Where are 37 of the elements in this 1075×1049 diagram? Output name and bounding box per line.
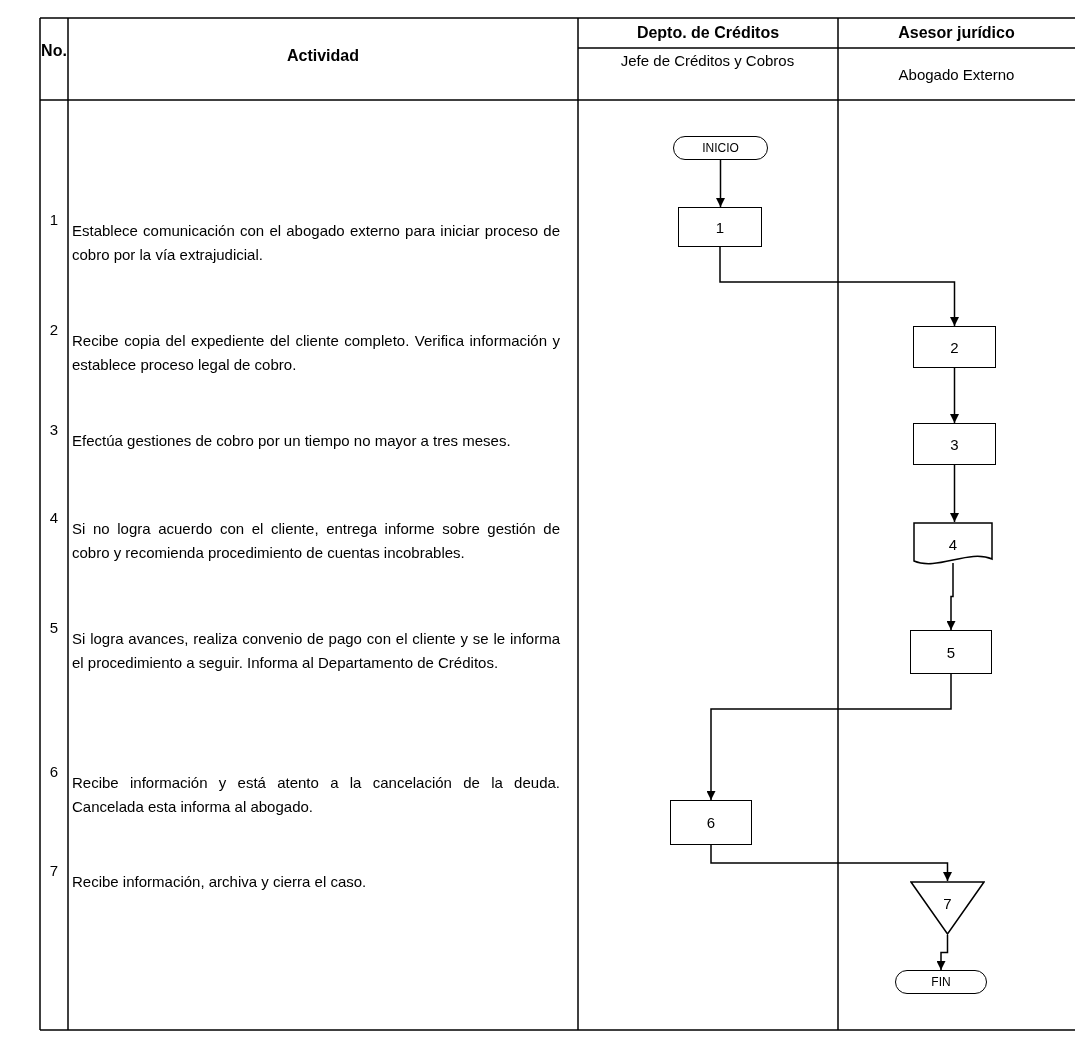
terminal-shape: INICIO: [673, 136, 768, 160]
activity-text: Recibe información y está atento a la cancelación de la deuda. Cancelada esta informa al abogado.: [72, 773, 560, 817]
column-header: No.: [40, 41, 68, 61]
row-number: 4: [48, 508, 60, 528]
arrow: [716, 159, 725, 208]
row-number: 5: [48, 618, 60, 638]
column-header: Jefe de Créditos y Cobros: [619, 51, 796, 71]
process-box: 3: [913, 423, 996, 465]
process-box: 6: [670, 800, 752, 845]
document-shape: 4: [913, 522, 993, 567]
arrow: [950, 464, 959, 523]
archive-triangle: 7: [910, 881, 985, 935]
column-header: Asesor jurídico: [897, 23, 1016, 43]
row-number: 2: [48, 320, 60, 340]
activity-text: Efectúa gestiones de cobro por un tiempo no mayor a tres meses.: [72, 431, 512, 451]
activity-text: Establece comunicación con el abogado externo para iniciar proceso de cobro por la vía extrajudicial.: [72, 221, 560, 265]
arrow: [719, 246, 959, 327]
arrow: [706, 673, 952, 801]
column-header: Abogado Externo: [897, 65, 1016, 85]
process-box: 5: [910, 630, 992, 674]
arrow: [950, 367, 959, 424]
arrow: [936, 934, 949, 971]
process-box: 1: [678, 207, 762, 247]
row-number: 1: [48, 210, 60, 230]
row-number: 3: [48, 420, 60, 440]
row-number: 7: [48, 861, 60, 881]
arrow: [946, 562, 956, 631]
activity-text: Si logra avances, realiza convenio de pago con el cliente y se le informa el procedimiento a seguir. Informa al Departamento de Créditos.: [72, 629, 560, 673]
arrow: [710, 844, 952, 882]
activity-text: Si no logra acuerdo con el cliente, entrega informe sobre gestión de cobro y recomienda procedimiento de cuentas incobrables.: [72, 519, 560, 563]
activity-text: Recibe información, archiva y cierra el caso.: [72, 872, 368, 892]
activity-text: Recibe copia del expediente del cliente completo. Verifica información y establece proceso legal de cobro.: [72, 331, 560, 375]
column-header: Depto. de Créditos: [635, 23, 781, 43]
terminal-shape: FIN: [895, 970, 987, 994]
row-number: 6: [48, 762, 60, 782]
process-box: 2: [913, 326, 996, 368]
column-header: Actividad: [286, 46, 360, 66]
